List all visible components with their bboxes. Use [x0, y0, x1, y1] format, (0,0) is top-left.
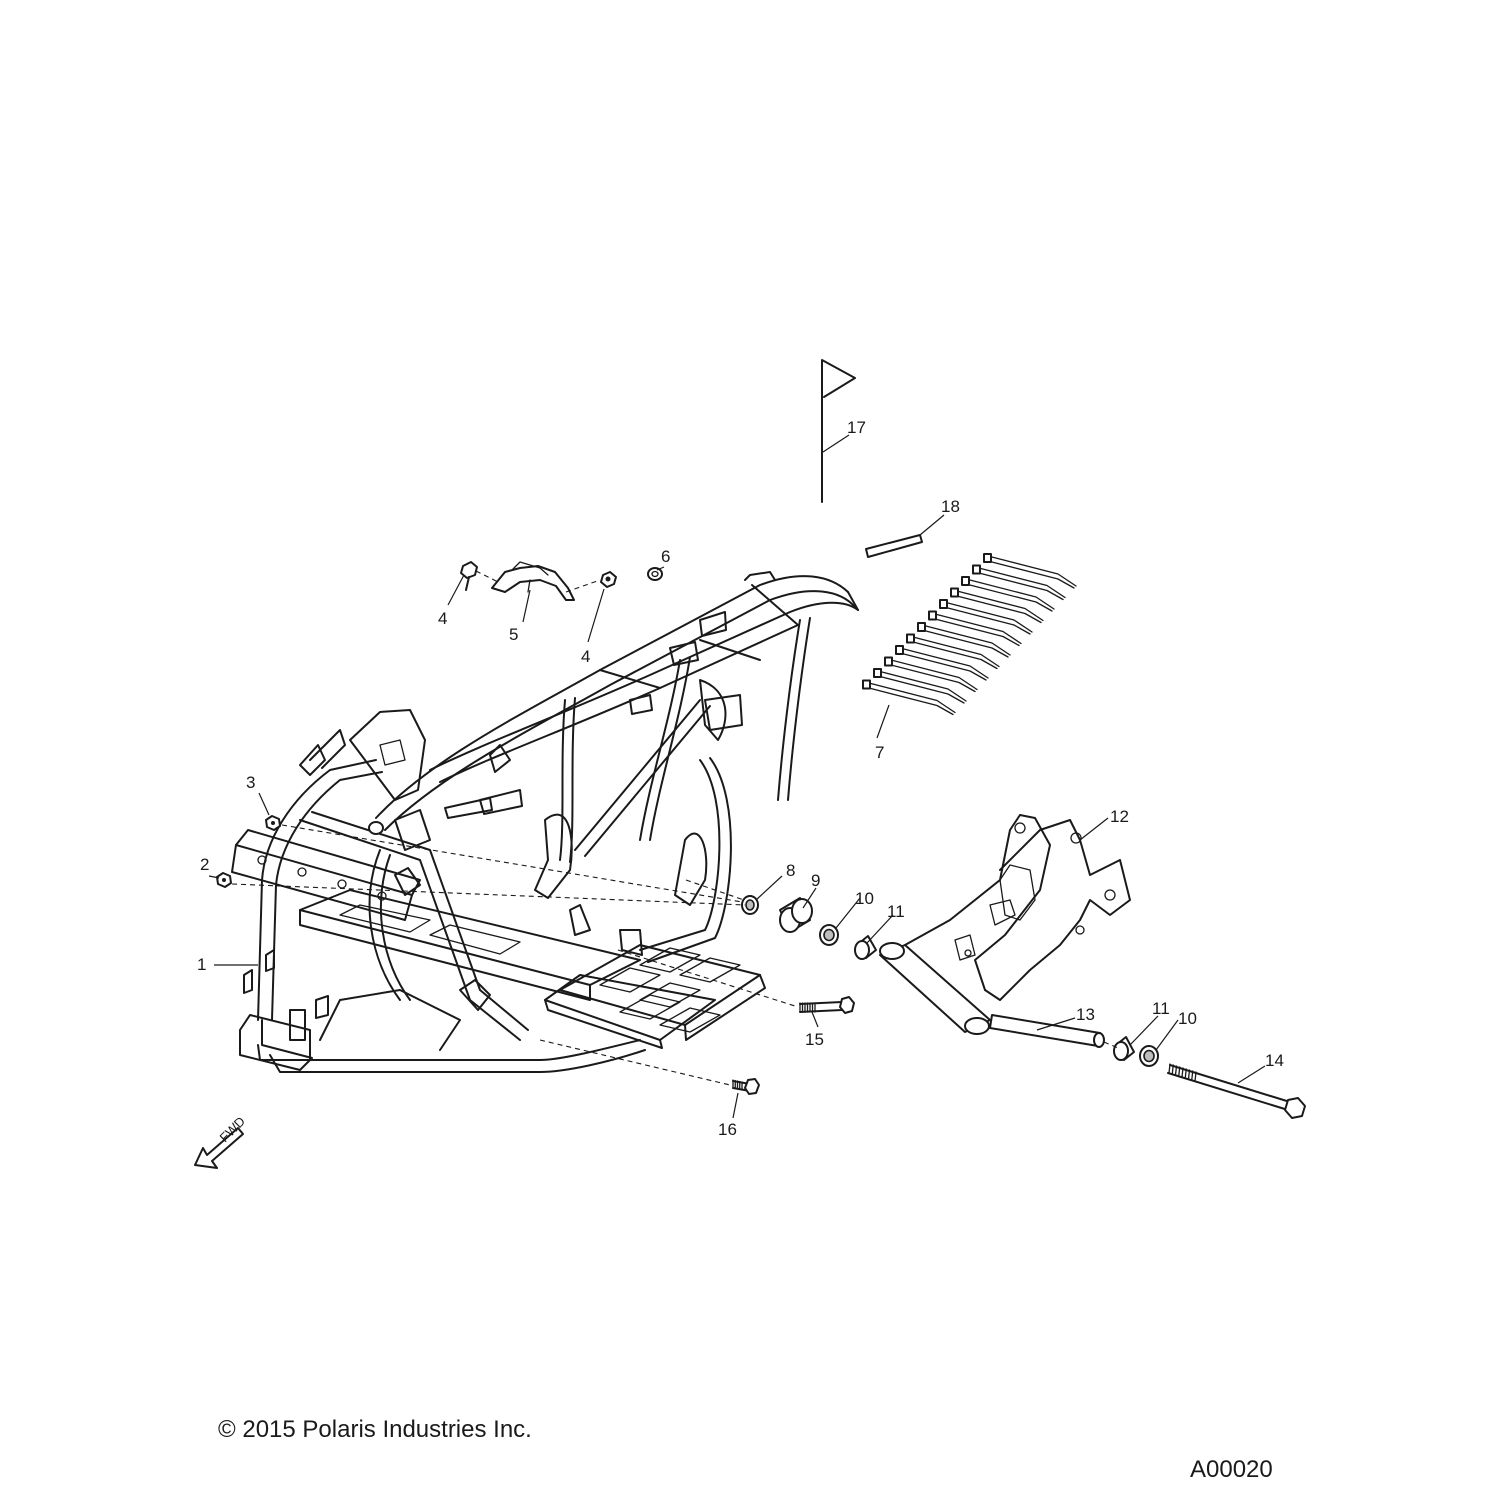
callout-15: 15 — [805, 1030, 824, 1049]
callout-2: 2 — [200, 855, 209, 874]
swing-arm — [879, 814, 1131, 1035]
pivot-tube — [989, 1014, 1105, 1048]
plug-lower — [216, 872, 232, 888]
callout-8: 8 — [786, 861, 795, 880]
plug-upper — [265, 815, 281, 831]
cable-tie — [895, 645, 989, 681]
callout-7: 7 — [875, 743, 884, 762]
assembly-lines — [231, 570, 1119, 1086]
short-bolt — [732, 1078, 760, 1095]
callout-12: 12 — [1110, 807, 1129, 826]
callout-numbers: 1 2 3 4 4 5 6 7 8 9 10 11 12 13 11 10 14… — [197, 418, 1284, 1139]
washer — [819, 924, 839, 946]
bushing-rear — [1113, 1036, 1135, 1061]
nut — [600, 571, 617, 588]
safety-flag — [821, 359, 856, 503]
callout-1: 1 — [197, 955, 206, 974]
callout-11-rear: 11 — [1152, 999, 1170, 1018]
callout-3: 3 — [246, 773, 255, 792]
washer-rear — [1139, 1045, 1159, 1067]
callout-6: 6 — [661, 547, 670, 566]
bushing — [854, 935, 877, 960]
cable-tie — [983, 553, 1077, 589]
callout-16: 16 — [718, 1120, 737, 1139]
cable-tie — [939, 599, 1033, 635]
screw — [460, 561, 478, 591]
callout-5: 5 — [509, 625, 518, 644]
cable-tie — [862, 679, 956, 716]
bracket — [491, 561, 575, 601]
forward-arrow-icon: FWD — [194, 1114, 249, 1169]
cable-tie — [873, 668, 967, 704]
callout-4-nut: 4 — [581, 647, 590, 666]
cable-tie — [884, 656, 978, 693]
grommet — [647, 567, 663, 581]
cable-ties — [862, 553, 1077, 716]
cable-tie — [928, 610, 1022, 647]
callout-10: 10 — [855, 889, 874, 908]
leader-lines — [208, 434, 1266, 1119]
cable-tie — [972, 564, 1066, 601]
callout-4: 4 — [438, 609, 447, 628]
callout-17: 17 — [847, 418, 866, 437]
forward-label: FWD — [217, 1114, 249, 1146]
callout-9: 9 — [811, 871, 820, 890]
cable-tie — [961, 576, 1055, 612]
cable-tie — [950, 587, 1044, 624]
cable-tie — [906, 633, 1000, 670]
callout-18: 18 — [941, 497, 960, 516]
label-strip — [865, 534, 923, 558]
callout-11: 11 — [887, 902, 905, 921]
main-frame — [231, 571, 859, 1073]
figure-id: A00020 — [1190, 1456, 1273, 1483]
bolt — [799, 996, 855, 1014]
sleeve — [779, 897, 813, 933]
callout-14: 14 — [1265, 1051, 1284, 1070]
callout-10-rear: 10 — [1178, 1009, 1197, 1028]
callout-13: 13 — [1076, 1005, 1095, 1024]
bushing-cap — [741, 895, 759, 915]
cable-tie — [917, 622, 1011, 658]
pivot-bolt — [1167, 1063, 1306, 1119]
copyright-notice: © 2015 Polaris Industries Inc. — [218, 1416, 532, 1443]
